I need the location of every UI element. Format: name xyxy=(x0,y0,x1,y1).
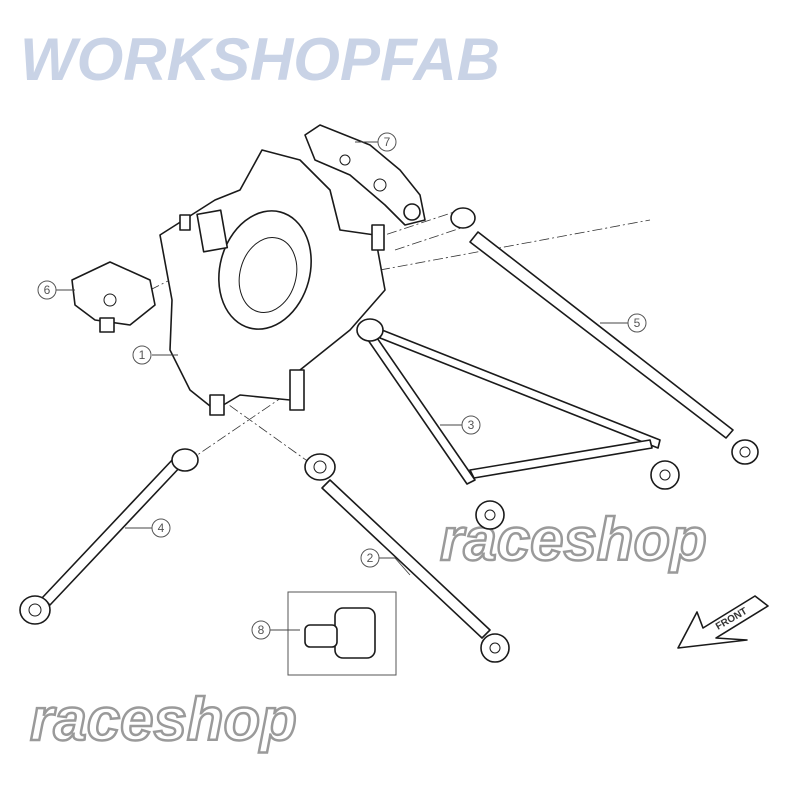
lower-link-part xyxy=(304,453,510,663)
svg-text:5: 5 xyxy=(634,316,641,330)
callout-7: 7 xyxy=(355,132,397,152)
svg-text:4: 4 xyxy=(158,521,165,535)
top-plate-part xyxy=(304,124,426,226)
callout-2: 2 xyxy=(360,548,411,576)
callout-3: 3 xyxy=(440,415,481,435)
callout-5: 5 xyxy=(600,313,647,333)
watermark-raceshop-2: raceshop xyxy=(30,686,297,753)
front-direction-arrow: FRONT xyxy=(677,595,769,649)
callout-6: 6 xyxy=(37,280,75,300)
toe-link-part xyxy=(19,448,199,625)
callout-8: 8 xyxy=(251,620,300,640)
svg-text:3: 3 xyxy=(468,418,475,432)
svg-text:1: 1 xyxy=(139,348,146,362)
wishbone-part xyxy=(356,318,680,530)
svg-text:2: 2 xyxy=(367,551,374,565)
svg-text:8: 8 xyxy=(258,623,265,637)
svg-text:7: 7 xyxy=(384,135,391,149)
upper-link-part xyxy=(450,207,759,465)
callout-1: 1 xyxy=(132,345,178,365)
svg-text:6: 6 xyxy=(44,283,51,297)
callout-4: 4 xyxy=(125,518,171,538)
watermark-logo: WORKSHOPFAB xyxy=(20,26,500,93)
mount-bracket-part xyxy=(71,261,156,333)
bushing-detail-box xyxy=(287,591,397,676)
upright-part xyxy=(159,149,386,416)
